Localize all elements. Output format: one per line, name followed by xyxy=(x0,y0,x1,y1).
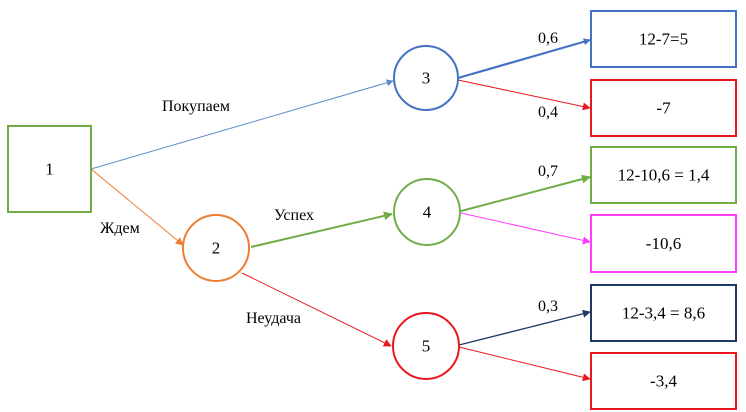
edge-3-to-outcome-1 xyxy=(457,38,591,80)
chance-node-3-label: 3 xyxy=(422,69,431,88)
edge-label-wait: Ждем xyxy=(100,220,140,237)
outcome-box-5-label: 12-3,4 = 8,6 xyxy=(622,304,705,323)
chance-node-2: 2 xyxy=(182,214,250,282)
probability-label-5-up: 0,3 xyxy=(538,298,558,315)
edge-label-buy: Покупаем xyxy=(162,98,230,115)
outcome-box-4-label: -10,6 xyxy=(646,234,681,253)
chance-node-5-label: 5 xyxy=(422,337,431,356)
edge-2-to-5 xyxy=(241,272,392,347)
decision-node-1: 1 xyxy=(7,125,92,213)
outcome-box-2-label: -7 xyxy=(656,99,671,118)
probability-label-3-up: 0,6 xyxy=(538,30,558,47)
chance-node-2-label: 2 xyxy=(212,239,221,258)
outcome-box-1: 12-7=5 xyxy=(590,10,737,68)
edge-5-to-outcome-5 xyxy=(458,309,591,346)
edge-4-to-outcome-4 xyxy=(460,212,591,245)
edge-label-failure: Неудача xyxy=(246,310,301,327)
outcome-box-1-label: 12-7=5 xyxy=(639,30,688,49)
outcome-box-6: -3,4 xyxy=(590,352,737,410)
decision-node-1-label: 1 xyxy=(45,160,54,179)
chance-node-4-label: 4 xyxy=(423,203,432,222)
edge-1-to-3 xyxy=(90,79,394,170)
chance-node-3: 3 xyxy=(393,45,459,111)
outcome-box-6-label: -3,4 xyxy=(650,372,677,391)
outcome-box-5: 12-3,4 = 8,6 xyxy=(590,284,737,342)
probability-label-3-down: 0,4 xyxy=(538,104,558,121)
outcome-box-3-label: 12-10,6 = 1,4 xyxy=(618,166,710,185)
edge-2-to-4 xyxy=(250,211,393,248)
chance-node-5: 5 xyxy=(392,312,460,380)
edge-5-to-outcome-6 xyxy=(458,346,591,382)
outcome-box-4: -10,6 xyxy=(590,214,737,273)
outcome-box-3: 12-10,6 = 1,4 xyxy=(590,146,737,204)
chance-node-4: 4 xyxy=(393,178,461,246)
edge-3-to-outcome-2 xyxy=(457,79,591,111)
probability-label-4-up: 0,7 xyxy=(538,163,558,180)
edge-4-to-outcome-3 xyxy=(460,174,591,212)
outcome-box-2: -7 xyxy=(590,79,737,137)
edge-1-to-2 xyxy=(90,168,184,246)
edge-label-success: Успех xyxy=(274,207,314,224)
